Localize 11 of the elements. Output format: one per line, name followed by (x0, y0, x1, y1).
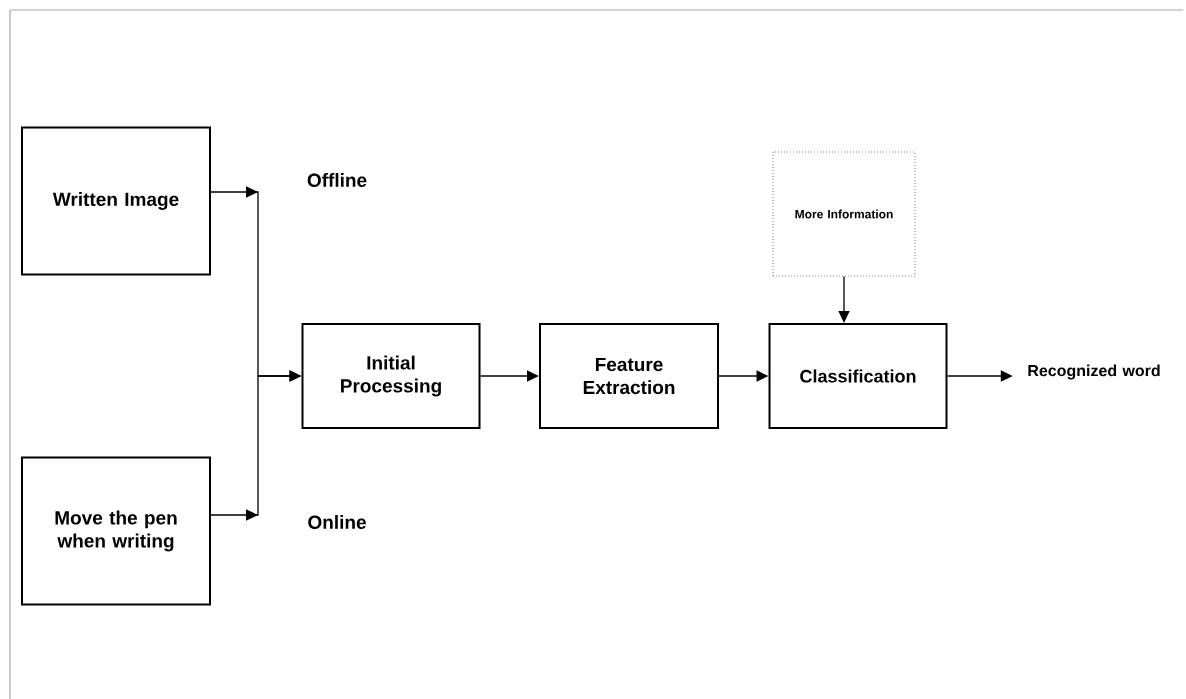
arrow (838, 275, 850, 323)
process-box: Classification (768, 323, 948, 429)
arrow (479, 370, 539, 382)
output-text: Recognized word (1028, 364, 1160, 380)
process-box: Feature Extraction (539, 323, 719, 429)
dotted-box: More Information (772, 151, 916, 277)
mode-label: Online (308, 515, 366, 529)
input-box: Written Image (21, 126, 211, 276)
process-box: Initial Processing (301, 323, 481, 429)
input-box: Move the pen when writing (21, 456, 211, 606)
mode-label: Offline (307, 173, 367, 187)
